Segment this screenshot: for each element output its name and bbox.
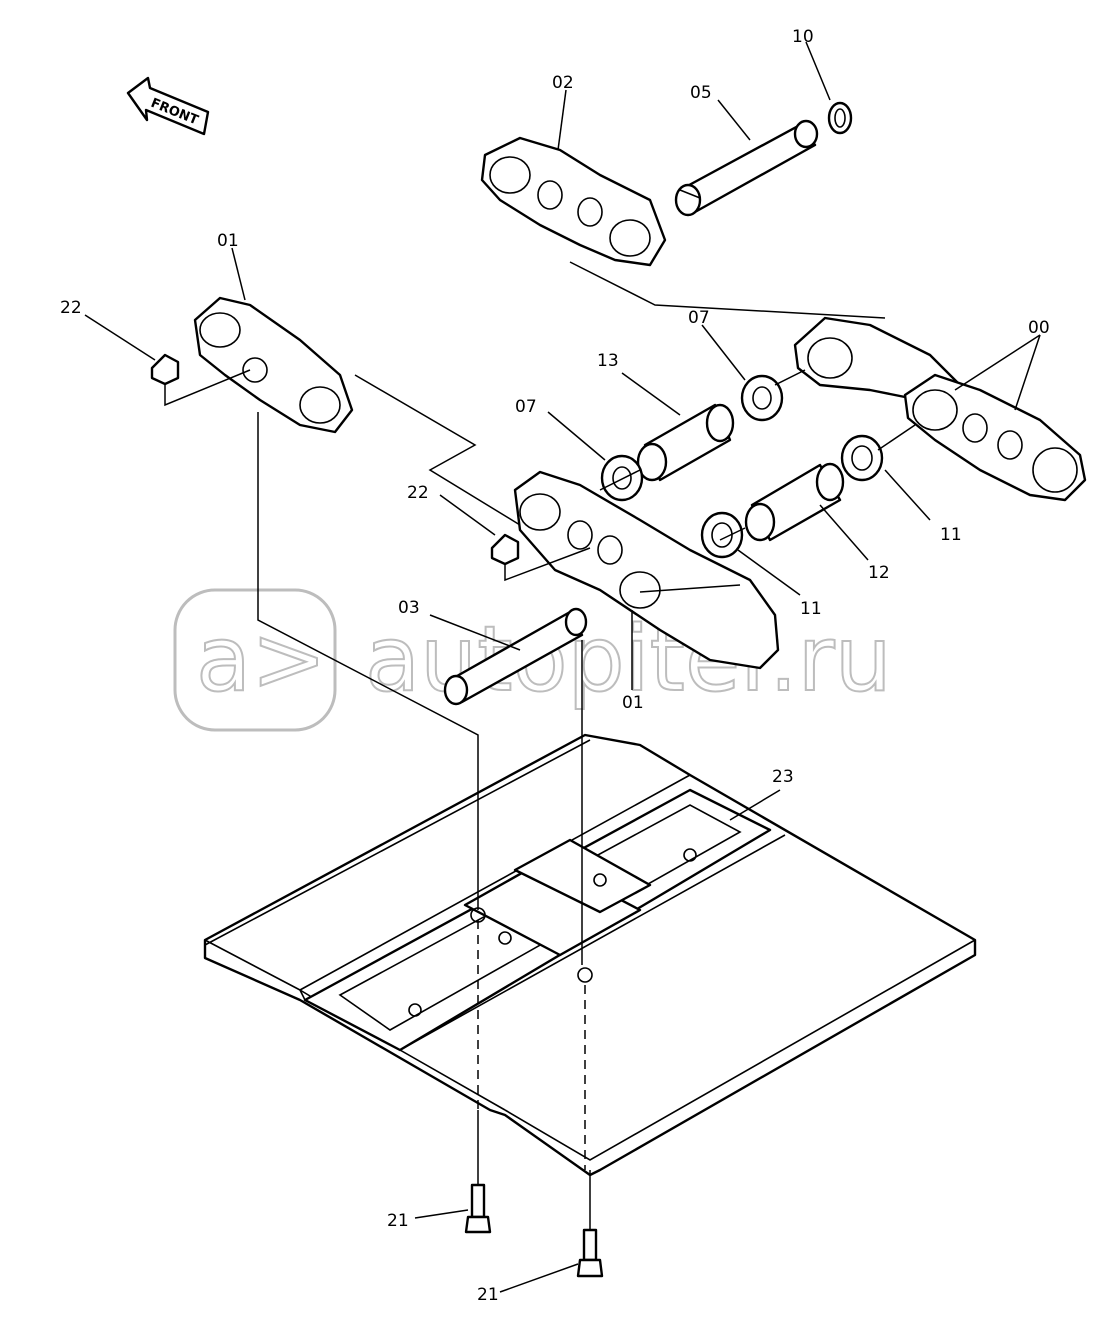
pin-05 <box>674 119 819 217</box>
bushing-13 <box>636 403 735 482</box>
watermark-logo: a> <box>196 607 327 712</box>
callout-07-top: 07 <box>688 308 710 328</box>
callout-10: 10 <box>792 27 814 47</box>
callout-01-top: 01 <box>217 231 239 251</box>
leader-lines <box>84 41 1041 1293</box>
callout-00: 00 <box>1028 318 1050 338</box>
callout-12: 12 <box>868 563 890 583</box>
seal-11-right <box>840 434 884 482</box>
bolt-21-bottom <box>576 1228 604 1278</box>
nut-22-top <box>150 353 180 386</box>
nut-22-mid <box>490 533 520 566</box>
track-shoe-plate <box>203 733 977 1177</box>
bolt-21-top <box>464 1183 492 1234</box>
seal-11-bottom <box>700 511 744 559</box>
bushing-12 <box>744 462 845 542</box>
seal-07-top <box>740 374 784 422</box>
callout-labels: 00 01 01 02 03 05 07 07 10 11 11 12 13 2… <box>60 27 1050 1305</box>
callout-22-top: 22 <box>60 298 82 318</box>
assembly-lines <box>164 189 916 1230</box>
callout-13: 13 <box>597 351 619 371</box>
callout-21-bottom: 21 <box>477 1285 499 1305</box>
callout-01-bottom: 01 <box>622 693 644 713</box>
front-direction-arrow: FRONT <box>126 76 210 136</box>
callout-23: 23 <box>772 767 794 787</box>
pin-03 <box>443 607 588 706</box>
callout-02: 02 <box>552 73 574 93</box>
seal-07-left <box>600 454 644 502</box>
callout-11-bottom: 11 <box>800 599 822 619</box>
callout-03: 03 <box>398 598 420 618</box>
callout-21-top: 21 <box>387 1211 409 1231</box>
link-assembly-00 <box>793 316 1087 502</box>
retainer-ring-10 <box>827 101 853 135</box>
link-01-upper <box>193 296 354 434</box>
link-02 <box>480 136 667 267</box>
callout-05: 05 <box>690 83 712 103</box>
callout-07-left: 07 <box>515 397 537 417</box>
callout-11-right: 11 <box>940 525 962 545</box>
callout-22-mid: 22 <box>407 483 429 503</box>
